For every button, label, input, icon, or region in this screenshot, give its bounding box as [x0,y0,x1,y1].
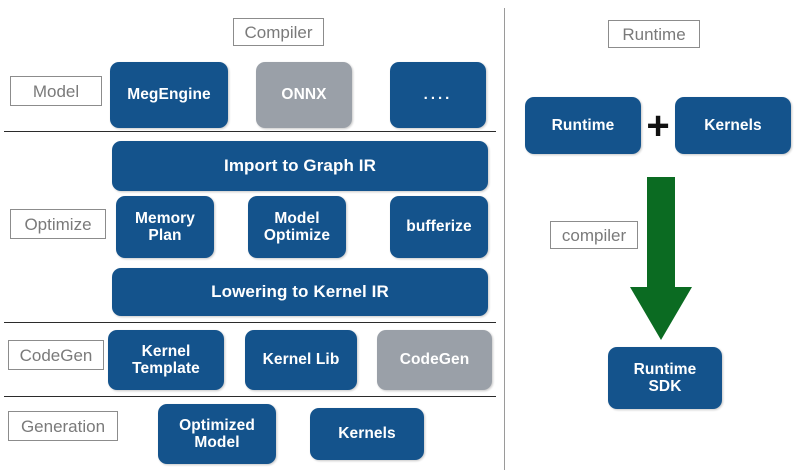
node-kernel-template-label: Kernel Template [132,342,200,377]
node-runtime-sdk[interactable]: Runtime SDK [608,347,722,409]
node-bufferize-label: bufferize [406,218,472,236]
stage-label-optimize-text: Optimize [24,214,92,234]
compiler-arrow-label-text: compiler [561,225,627,245]
node-kernels-runtime-label: Kernels [704,116,762,134]
node-import-to-graph-ir[interactable]: Import to Graph IR [112,141,488,191]
stage-label-optimize: Optimize [10,209,106,239]
node-kernel-lib-label: Kernel Lib [262,351,340,369]
node-optimized-model[interactable]: Optimized Model [158,404,276,464]
node-codegen-label: CodeGen [399,351,470,369]
node-kernel-template[interactable]: Kernel Template [108,330,224,390]
node-more-label: .... [423,85,453,103]
node-onnx-label: ONNX [281,86,327,104]
node-megengine[interactable]: MegEngine [110,62,228,128]
node-runtime-sdk-label: Runtime SDK [633,360,697,395]
stage-label-model: Model [10,76,102,106]
node-lowering-to-kernel-ir[interactable]: Lowering to Kernel IR [112,268,488,316]
stage-label-model-text: Model [32,81,80,101]
node-codegen[interactable]: CodeGen [377,330,492,390]
node-runtime[interactable]: Runtime [525,97,641,154]
node-megengine-label: MegEngine [127,86,211,104]
node-runtime-label: Runtime [551,116,615,134]
node-more[interactable]: .... [390,62,486,128]
compiler-title-text: Compiler [244,22,313,42]
panel-divider [504,8,505,470]
node-kernels-runtime[interactable]: Kernels [675,97,791,154]
node-lowering-to-kernel-ir-label: Lowering to Kernel IR [211,282,389,302]
divider-model-optimize [4,131,496,132]
node-model-optimize[interactable]: Model Optimize [248,196,346,258]
runtime-title-text: Runtime [622,24,686,44]
node-bufferize[interactable]: bufferize [390,196,488,258]
node-memory-plan-label: Memory Plan [134,209,196,244]
node-memory-plan[interactable]: Memory Plan [116,196,214,258]
compiler-arrow-label: compiler [550,221,638,249]
compiler-arrow-icon [628,177,694,342]
node-kernel-lib[interactable]: Kernel Lib [245,330,357,390]
stage-label-generation-text: Generation [20,416,106,436]
node-import-to-graph-ir-label: Import to Graph IR [224,156,376,176]
node-model-optimize-label: Model Optimize [263,209,331,244]
node-optimized-model-label: Optimized Model [179,416,255,451]
stage-label-codegen: CodeGen [8,340,104,370]
node-kernels-generation[interactable]: Kernels [310,408,424,460]
compiler-title-tag: Compiler [233,18,324,46]
divider-optimize-codegen [4,322,496,323]
runtime-title-tag: Runtime [608,20,700,48]
node-onnx[interactable]: ONNX [256,62,352,128]
node-kernels-generation-label: Kernels [338,425,396,443]
stage-label-codegen-text: CodeGen [19,345,93,365]
plus-operator-icon: + [641,106,675,146]
plus-operator-text: + [646,104,670,148]
divider-codegen-generation [4,396,496,397]
stage-label-generation: Generation [8,411,118,441]
